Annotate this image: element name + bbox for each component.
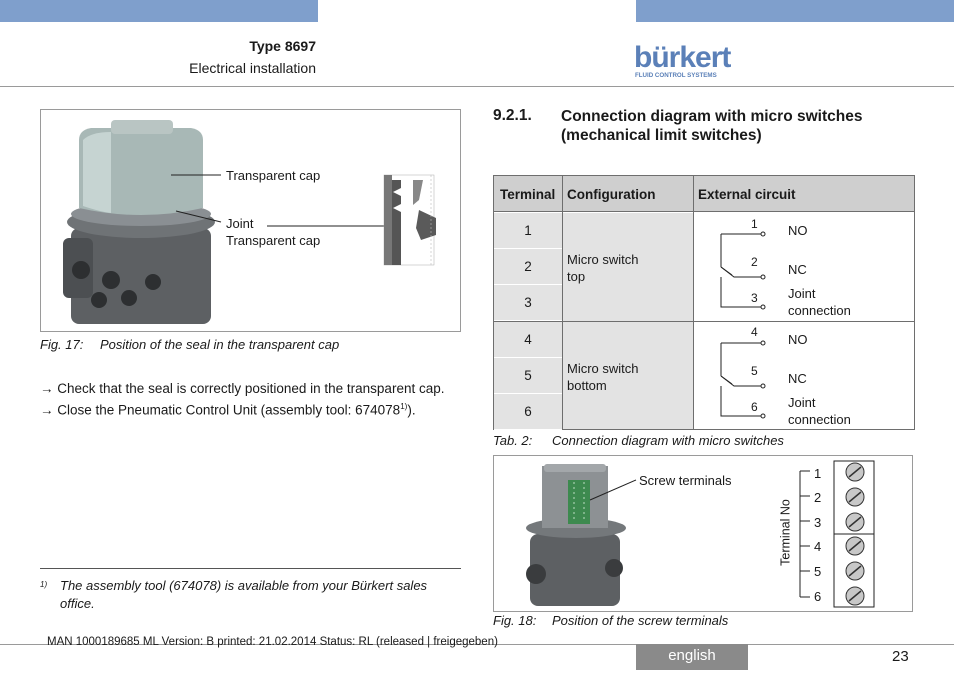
step-text-end: ).	[407, 402, 416, 418]
logo-tagline: FLUID CONTROL SYSTEMS	[635, 72, 717, 79]
table-2-caption: Tab. 2: Connection diagram with micro swi…	[493, 433, 784, 448]
terminal-block	[568, 480, 590, 524]
section-number: 9.2.1.	[493, 107, 532, 124]
top-accent-bar-left	[0, 0, 318, 22]
switch-circuit-top	[720, 231, 766, 310]
config-cell-bottom: Micro switch bottom	[563, 322, 693, 429]
contact-joint: Joint	[788, 395, 816, 410]
label-transparent-cap: Transparent cap	[226, 168, 321, 183]
step-text: Close the Pneumatic Control Unit (assemb…	[57, 402, 401, 418]
label-joint-cap: Transparent cap	[226, 233, 321, 248]
contact-joint: connection	[788, 412, 851, 427]
instruction-step-2: → Close the Pneumatic Control Unit (asse…	[40, 402, 416, 418]
connection-table: Terminal Configuration External circuit …	[493, 175, 915, 430]
contact-nc: NC	[788, 371, 807, 386]
header-external-circuit: External circuit	[698, 187, 796, 202]
chapter-title: Electrical installation	[189, 60, 316, 76]
contact-nc: NC	[788, 262, 807, 277]
terminal-number: 4	[751, 325, 758, 339]
terminal-cell: 4	[494, 322, 562, 358]
terminal-no-2: 2	[814, 490, 822, 505]
top-accent-bar-right	[636, 0, 954, 22]
screw-icon	[845, 462, 865, 482]
config-text: Micro switch	[567, 252, 639, 267]
language-tab[interactable]: english	[636, 644, 748, 670]
screw-icon	[845, 512, 865, 532]
terminal-cell: 3	[494, 285, 562, 321]
screw-icon	[845, 561, 865, 581]
terminal-no-4: 4	[814, 539, 822, 554]
footnote-divider	[40, 568, 461, 569]
contact-no: NO	[788, 332, 808, 347]
config-cell-top: Micro switch top	[563, 213, 693, 321]
terminal-number: 2	[751, 255, 758, 269]
terminal-no-5: 5	[814, 564, 822, 579]
group-divider	[494, 321, 914, 322]
terminal-number: 1	[751, 217, 758, 231]
figure-18-text: Position of the screw terminals	[552, 613, 729, 628]
screw-terminal-illustration	[526, 460, 875, 608]
figure-17-number: Fig. 17:	[40, 337, 84, 352]
table-2-number: Tab. 2:	[493, 433, 533, 448]
terminal-cell: 1	[494, 213, 562, 249]
table-header-row: Terminal Configuration External circuit	[494, 176, 914, 212]
label-joint: Joint	[226, 216, 254, 231]
footnote-ref[interactable]: 1)	[400, 402, 408, 411]
terminal-number: 3	[751, 291, 758, 305]
header-configuration: Configuration	[567, 187, 656, 202]
figure-18-caption: Fig. 18: Position of the screw terminals	[493, 613, 728, 628]
contact-no: NO	[788, 223, 808, 238]
document-type: Type 8697	[249, 38, 316, 54]
figure-17-frame: Transparent cap Joint Transparent cap	[40, 109, 461, 332]
config-text: Micro switch	[567, 361, 639, 376]
terminal-cell: 5	[494, 358, 562, 394]
unit-body	[530, 534, 620, 606]
footer-divider	[0, 644, 954, 645]
terminal-no-1: 1	[814, 466, 822, 481]
terminal-no-3: 3	[814, 515, 822, 530]
instruction-step-1: → Check that the seal is correctly posit…	[40, 381, 444, 396]
column-divider	[693, 176, 694, 429]
contact-joint: connection	[788, 303, 851, 318]
section-title: Connection diagram with micro switches (…	[561, 108, 863, 144]
footnote-text: The assembly tool (674078) is available …	[60, 578, 428, 611]
terminal-no-6: 6	[814, 589, 822, 604]
screw-icon	[845, 586, 865, 606]
config-text: top	[567, 269, 586, 284]
header-terminal: Terminal	[500, 187, 556, 202]
screw-icon	[845, 536, 865, 556]
terminal-cell: 2	[494, 249, 562, 285]
valve-cap-illustration	[63, 120, 436, 324]
terminal-number: 6	[751, 400, 758, 414]
figure-18-frame: Screw terminals Terminal No 1 2 3 4 5 6	[493, 455, 913, 612]
print-metadata: MAN 1000189685 ML Version: B printed: 21…	[47, 636, 498, 648]
label-screw-terminals: Screw terminals	[639, 473, 732, 488]
step-arrow-icon: →	[40, 402, 54, 418]
axis-label-terminal-no: Terminal No	[778, 499, 793, 566]
figure-17-caption: Fig. 17: Position of the seal in the tran…	[40, 337, 339, 352]
contact-joint: Joint	[788, 286, 816, 301]
header-divider	[0, 86, 954, 87]
step-text: Check that the seal is correctly positio…	[57, 381, 445, 396]
table-2-text: Connection diagram with micro switches	[552, 433, 784, 448]
config-text: bottom	[567, 378, 607, 393]
figure-18-number: Fig. 18:	[493, 613, 537, 628]
figure-17-text: Position of the seal in the transparent …	[100, 337, 340, 352]
screw-icon	[845, 487, 865, 507]
logo-wordmark: bürkert	[634, 41, 731, 74]
terminal-number: 5	[751, 364, 758, 378]
terminal-cell: 6	[494, 394, 562, 430]
column-divider	[562, 176, 563, 429]
switch-circuit-bottom	[720, 340, 766, 419]
burkert-logo: bürkert FLUID CONTROL SYSTEMS	[634, 41, 732, 79]
step-arrow-icon: →	[40, 381, 54, 396]
page-number: 23	[892, 648, 909, 665]
footnote-mark: 1)	[40, 580, 48, 589]
